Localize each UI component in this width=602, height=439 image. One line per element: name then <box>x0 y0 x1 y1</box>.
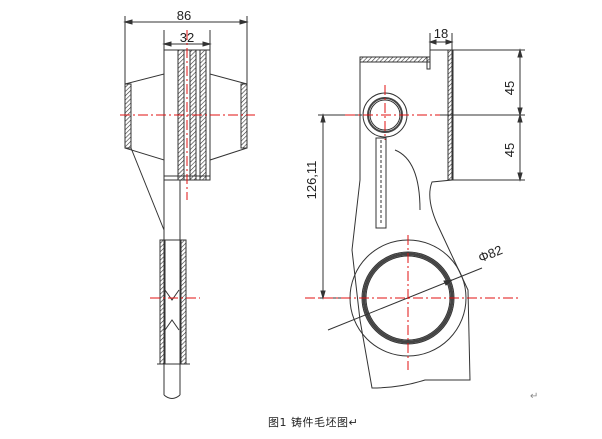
dim-width-overall: 86 <box>177 8 191 23</box>
front-view-centerlines <box>305 85 520 370</box>
paragraph-return-mark: ↵ <box>530 391 539 402</box>
dim-bore-diameter: Φ82 <box>476 242 505 265</box>
front-view <box>318 33 525 389</box>
dim-upper-offset: 45 <box>502 81 517 95</box>
figure-caption: 图1 铸件毛坯图↵ <box>268 416 359 429</box>
dim-center-distance: 126,11 <box>304 161 319 200</box>
side-view-centerlines <box>120 30 255 299</box>
dim-slot-width: 18 <box>434 26 448 41</box>
dim-lower-offset: 45 <box>502 143 517 157</box>
side-view <box>123 16 249 399</box>
dim-width-hub: 32 <box>180 30 194 45</box>
